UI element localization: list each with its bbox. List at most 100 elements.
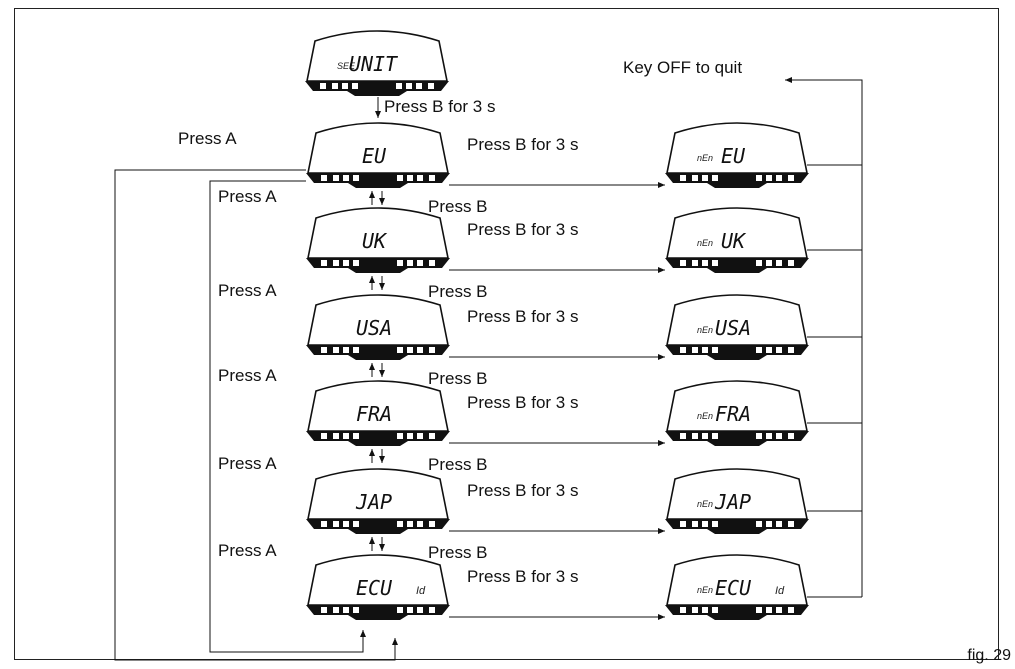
display-prefix: nEn [697, 325, 713, 335]
display-value: UK [362, 229, 388, 253]
diagram-frame [14, 8, 999, 660]
strip-symbol-icon [756, 521, 762, 527]
strip-symbol-icon [320, 83, 326, 89]
press-b-label: Press B [428, 369, 488, 388]
display-value: JAP [355, 490, 392, 514]
strip-symbol-icon [788, 607, 794, 613]
strip-symbol-icon [407, 521, 413, 527]
button-strip [306, 258, 450, 273]
figure-caption: fig. 29 [967, 647, 1011, 664]
display-bezel [666, 122, 808, 174]
strip-symbol-icon [343, 175, 349, 181]
strip-symbol-icon [756, 433, 762, 439]
unit-display-fra: FRA [306, 380, 450, 446]
strip-symbol-icon [776, 347, 782, 353]
display-prefix: nEn [697, 585, 713, 595]
strip-symbol-icon [788, 347, 794, 353]
strip-symbol-icon [343, 607, 349, 613]
strip-symbol-icon [332, 83, 338, 89]
strip-symbol-icon [407, 175, 413, 181]
strip-symbol-icon [407, 433, 413, 439]
press-b-label: Press B [428, 455, 488, 474]
press-a-label: Press A [218, 366, 277, 385]
strip-symbol-icon [321, 175, 327, 181]
press-b-label: Press B [428, 543, 488, 562]
strip-symbol-icon [429, 347, 435, 353]
strip-symbol-icon [321, 433, 327, 439]
display-prefix: SEE [337, 61, 356, 71]
strip-symbol-icon [397, 175, 403, 181]
strip-symbol-icon [352, 83, 358, 89]
strip-symbol-icon [712, 433, 718, 439]
press-a-label-top: Press A [178, 129, 237, 148]
strip-symbol-icon [333, 175, 339, 181]
strip-symbol-icon [321, 347, 327, 353]
press-a-label: Press A [218, 541, 277, 560]
strip-symbol-icon [712, 607, 718, 613]
strip-symbol-icon [692, 175, 698, 181]
strip-symbol-icon [428, 83, 434, 89]
strip-symbol-icon [702, 260, 708, 266]
strip-symbol-icon [788, 521, 794, 527]
strip-symbol-icon [712, 260, 718, 266]
unit-display-ecu: ECU Id [306, 554, 450, 620]
strip-symbol-icon [429, 433, 435, 439]
strip-symbol-icon [712, 175, 718, 181]
strip-symbol-icon [692, 521, 698, 527]
strip-symbol-icon [397, 347, 403, 353]
strip-symbol-icon [397, 521, 403, 527]
display-value: UK [721, 229, 747, 253]
display-bezel [666, 554, 808, 606]
display-bezel [307, 122, 449, 174]
strip-symbol-icon [712, 347, 718, 353]
unit-display-jap: JAP [306, 468, 450, 534]
display-bezel [307, 468, 449, 520]
strip-symbol-icon [766, 433, 772, 439]
strip-symbol-icon [776, 175, 782, 181]
loop-back-ecu-to-eu [114, 169, 398, 661]
display-value: EU [362, 144, 387, 168]
strip-symbol-icon [396, 83, 402, 89]
display-suffix: Id [416, 585, 426, 597]
strip-symbol-icon [776, 521, 782, 527]
display-bezel [307, 207, 449, 259]
strip-symbol-icon [333, 260, 339, 266]
button-strip [306, 519, 450, 534]
press-a-label: Press A [218, 187, 277, 206]
display-value: USA [715, 316, 751, 340]
strip-symbol-icon [407, 260, 413, 266]
strip-symbol-icon [333, 433, 339, 439]
display-value: EU [721, 144, 746, 168]
strip-symbol-icon [788, 260, 794, 266]
unit-display-eu: EU [306, 122, 450, 188]
strip-symbol-icon [776, 433, 782, 439]
press-b-3s-label: Press B for 3 s [467, 567, 578, 586]
strip-symbol-icon [756, 607, 762, 613]
strip-symbol-icon [756, 260, 762, 266]
strip-symbol-icon [353, 347, 359, 353]
strip-symbol-icon [766, 347, 772, 353]
display-prefix: nEn [697, 499, 713, 509]
display-value: ECU [356, 576, 393, 600]
display-value: FRA [356, 402, 392, 426]
strip-symbol-icon [429, 521, 435, 527]
strip-symbol-icon [416, 83, 422, 89]
strip-symbol-icon [343, 433, 349, 439]
strip-symbol-icon [776, 607, 782, 613]
strip-symbol-icon [756, 347, 762, 353]
loop-down-eu-to-ecu [209, 180, 366, 653]
strip-symbol-icon [417, 521, 423, 527]
display-suffix: Id [775, 585, 785, 597]
strip-symbol-icon [417, 175, 423, 181]
button-strip [305, 81, 449, 96]
button-strip [665, 258, 809, 273]
button-strip [306, 345, 450, 360]
strip-symbol-icon [417, 260, 423, 266]
display-bezel [307, 554, 449, 606]
button-strip [665, 345, 809, 360]
